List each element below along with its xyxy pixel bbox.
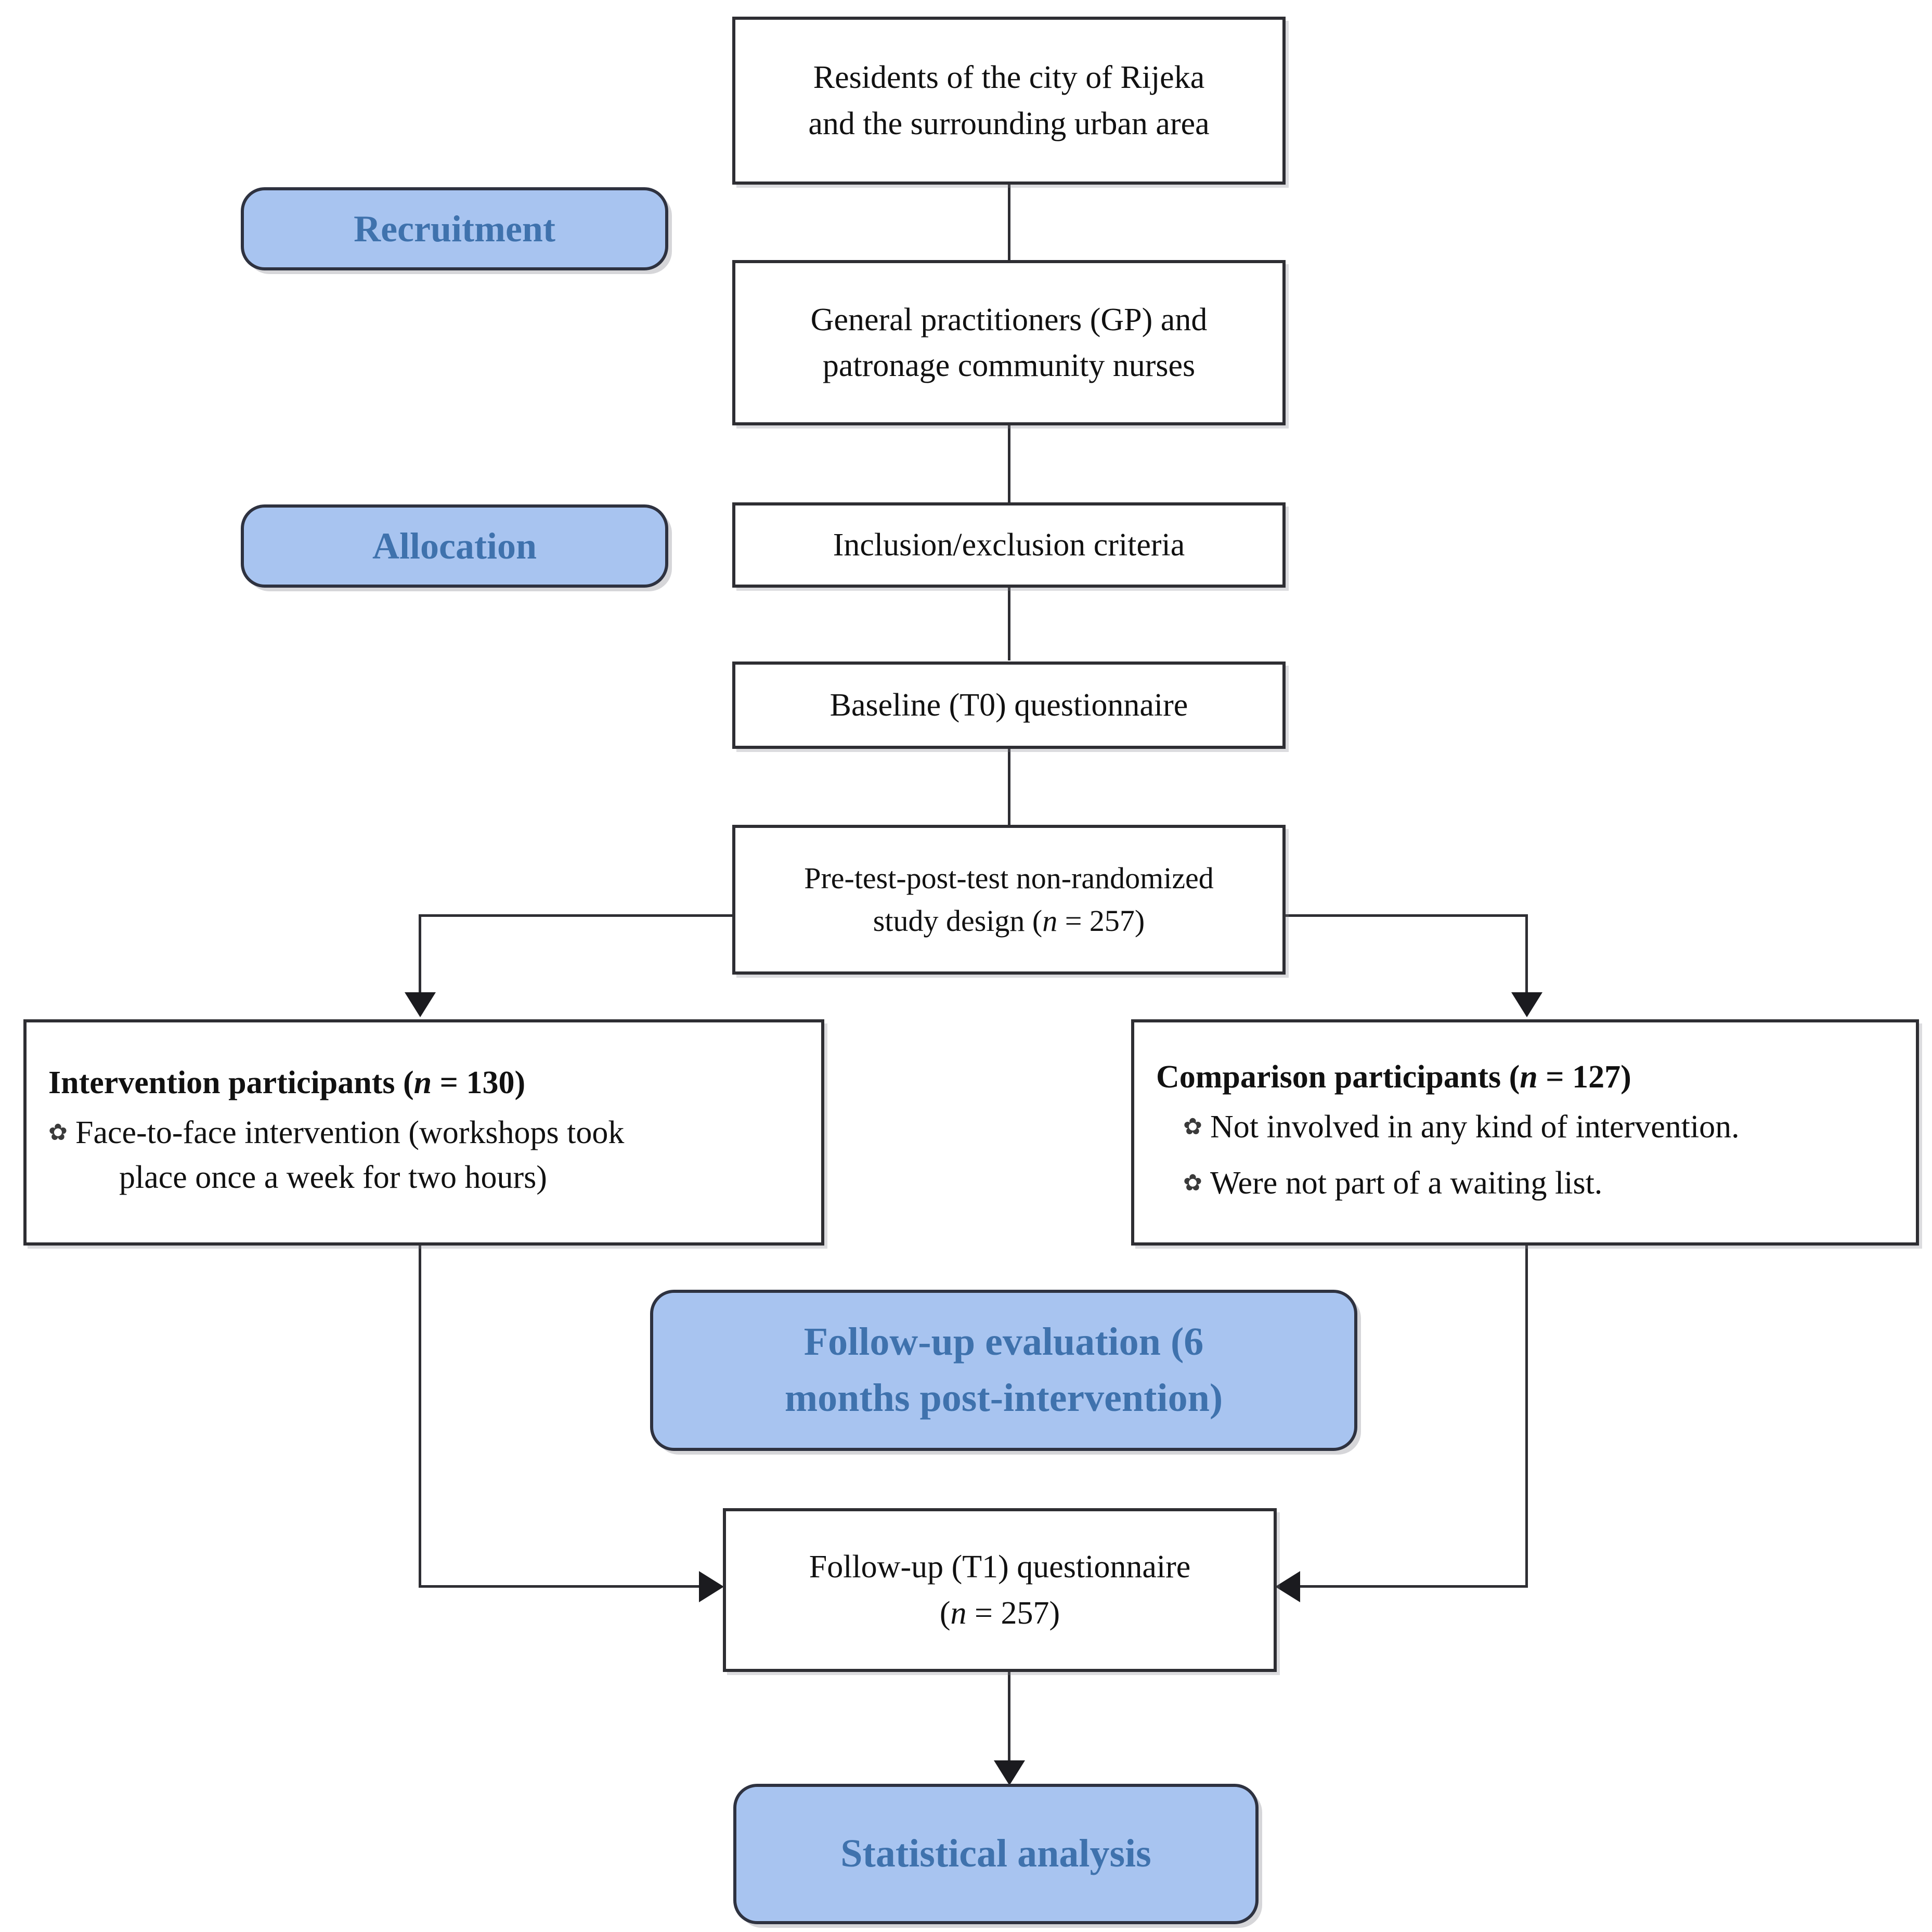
node-intervention-heading-prefix: Intervention participants ( (48, 1065, 414, 1101)
node-criteria-line1: Inclusion/exclusion criteria (833, 527, 1185, 563)
node-baseline-line1: Baseline (T0) questionnaire (829, 687, 1188, 723)
connector-providers-to-criteria (1008, 425, 1010, 502)
node-residents-line1: Residents of the city of Rijeka (813, 60, 1205, 96)
stage-pill-followup-line1: Follow-up evaluation (6 (803, 1320, 1204, 1364)
flower-bullet-icon: ✿ (1183, 1170, 1202, 1196)
node-intervention-bullet-line2: place once a week for two hours) (119, 1160, 547, 1195)
connector-intervention-vertical (419, 1244, 421, 1587)
node-comparison-heading-italic-n: n (1520, 1059, 1538, 1095)
stage-pill-recruitment: Recruitment (241, 187, 668, 270)
node-followup-questionnaire: Follow-up (T1) questionnaire (n = 257) (723, 1508, 1277, 1672)
arrow-into-comparison-box (1511, 992, 1542, 1017)
node-comparison-participants: Comparison participants (n = 127) ✿ Not … (1131, 1019, 1919, 1246)
arrow-into-followup-from-right (1275, 1571, 1300, 1602)
node-intervention-heading-suffix: = 130) (432, 1065, 526, 1101)
list-item-comparison-bullet-2: ✿ Were not part of a waiting list. (1156, 1161, 1602, 1206)
arrow-into-intervention-box (405, 992, 436, 1017)
connector-residents-to-providers (1008, 183, 1010, 260)
node-comparison-heading-prefix: Comparison participants ( (1156, 1059, 1520, 1095)
node-providers: General practitioners (GP) and patronage… (732, 260, 1286, 425)
connector-design-right-vertical (1525, 914, 1528, 992)
connector-baseline-to-design (1008, 748, 1010, 825)
arrow-into-followup-from-left (699, 1571, 724, 1602)
stage-pill-followup-evaluation: Follow-up evaluation (6 months post-inte… (650, 1290, 1357, 1451)
node-followup-line1: Follow-up (T1) questionnaire (809, 1549, 1191, 1585)
node-comparison-heading-suffix: = 127) (1537, 1059, 1631, 1095)
node-residents-line2: and the surrounding urban area (808, 106, 1210, 141)
node-design-line2: study design (n = 257) (873, 900, 1145, 942)
flower-bullet-icon: ✿ (1183, 1114, 1202, 1140)
connector-comparison-vertical (1525, 1244, 1528, 1587)
node-design-line2-prefix: study design ( (873, 904, 1043, 938)
stage-pill-statistical-analysis-label: Statistical analysis (840, 1832, 1151, 1876)
flower-bullet-icon: ✿ (48, 1120, 68, 1146)
node-design-line1: Pre-test-post-test non-randomized (804, 861, 1214, 895)
node-inclusion-exclusion-criteria: Inclusion/exclusion criteria (732, 502, 1286, 588)
node-design-line2-suffix: = 257) (1057, 904, 1145, 938)
node-providers-line2: patronage community nurses (822, 348, 1196, 383)
list-item-intervention-bullet-1: ✿ Face-to-face intervention (workshops t… (48, 1111, 624, 1200)
node-intervention-heading: Intervention participants (n = 130) (48, 1065, 525, 1101)
node-study-design: Pre-test-post-test non-randomized study … (732, 825, 1286, 975)
node-intervention-participants: Intervention participants (n = 130) ✿ Fa… (23, 1019, 824, 1246)
node-comparison-bullet-2-text: Were not part of a waiting list. (1210, 1165, 1603, 1201)
stage-pill-recruitment-label: Recruitment (354, 208, 555, 250)
connector-followup-to-analysis (1008, 1670, 1010, 1762)
stage-pill-statistical-analysis: Statistical analysis (733, 1784, 1259, 1924)
node-followup-line2-prefix: ( (939, 1595, 951, 1631)
arrow-into-statistical-analysis (994, 1760, 1025, 1785)
node-followup-line2: (n = 257) (940, 1590, 1060, 1636)
connector-design-right-horizontal (1283, 914, 1528, 917)
list-item-comparison-bullet-1: ✿ Not involved in any kind of interventi… (1156, 1105, 1740, 1150)
connector-criteria-to-baseline (1008, 587, 1010, 660)
node-intervention-bullet-text: Face-to-face intervention (workshops too… (75, 1111, 624, 1200)
node-intervention-heading-italic-n: n (413, 1065, 432, 1101)
node-followup-line2-italic-n: n (950, 1595, 967, 1631)
node-comparison-heading: Comparison participants (n = 127) (1156, 1059, 1631, 1096)
stage-pill-followup-line2: months post-intervention) (784, 1376, 1223, 1420)
node-comparison-bullet-1-text: Not involved in any kind of intervention… (1210, 1109, 1740, 1145)
node-residents: Residents of the city of Rijeka and the … (732, 17, 1286, 185)
stage-pill-allocation: Allocation (241, 504, 668, 588)
stage-pill-allocation-label: Allocation (372, 525, 537, 567)
node-design-line2-italic-n: n (1042, 904, 1058, 938)
connector-design-left-vertical (419, 914, 421, 992)
node-intervention-bullet-line1: Face-to-face intervention (workshops too… (75, 1115, 625, 1151)
connector-intervention-horizontal (419, 1585, 699, 1588)
node-followup-line2-suffix: = 257) (966, 1595, 1060, 1631)
node-baseline-questionnaire: Baseline (T0) questionnaire (732, 662, 1286, 749)
connector-design-left-horizontal (419, 914, 735, 917)
node-providers-line1: General practitioners (GP) and (810, 302, 1208, 338)
connector-comparison-horizontal (1300, 1585, 1528, 1588)
